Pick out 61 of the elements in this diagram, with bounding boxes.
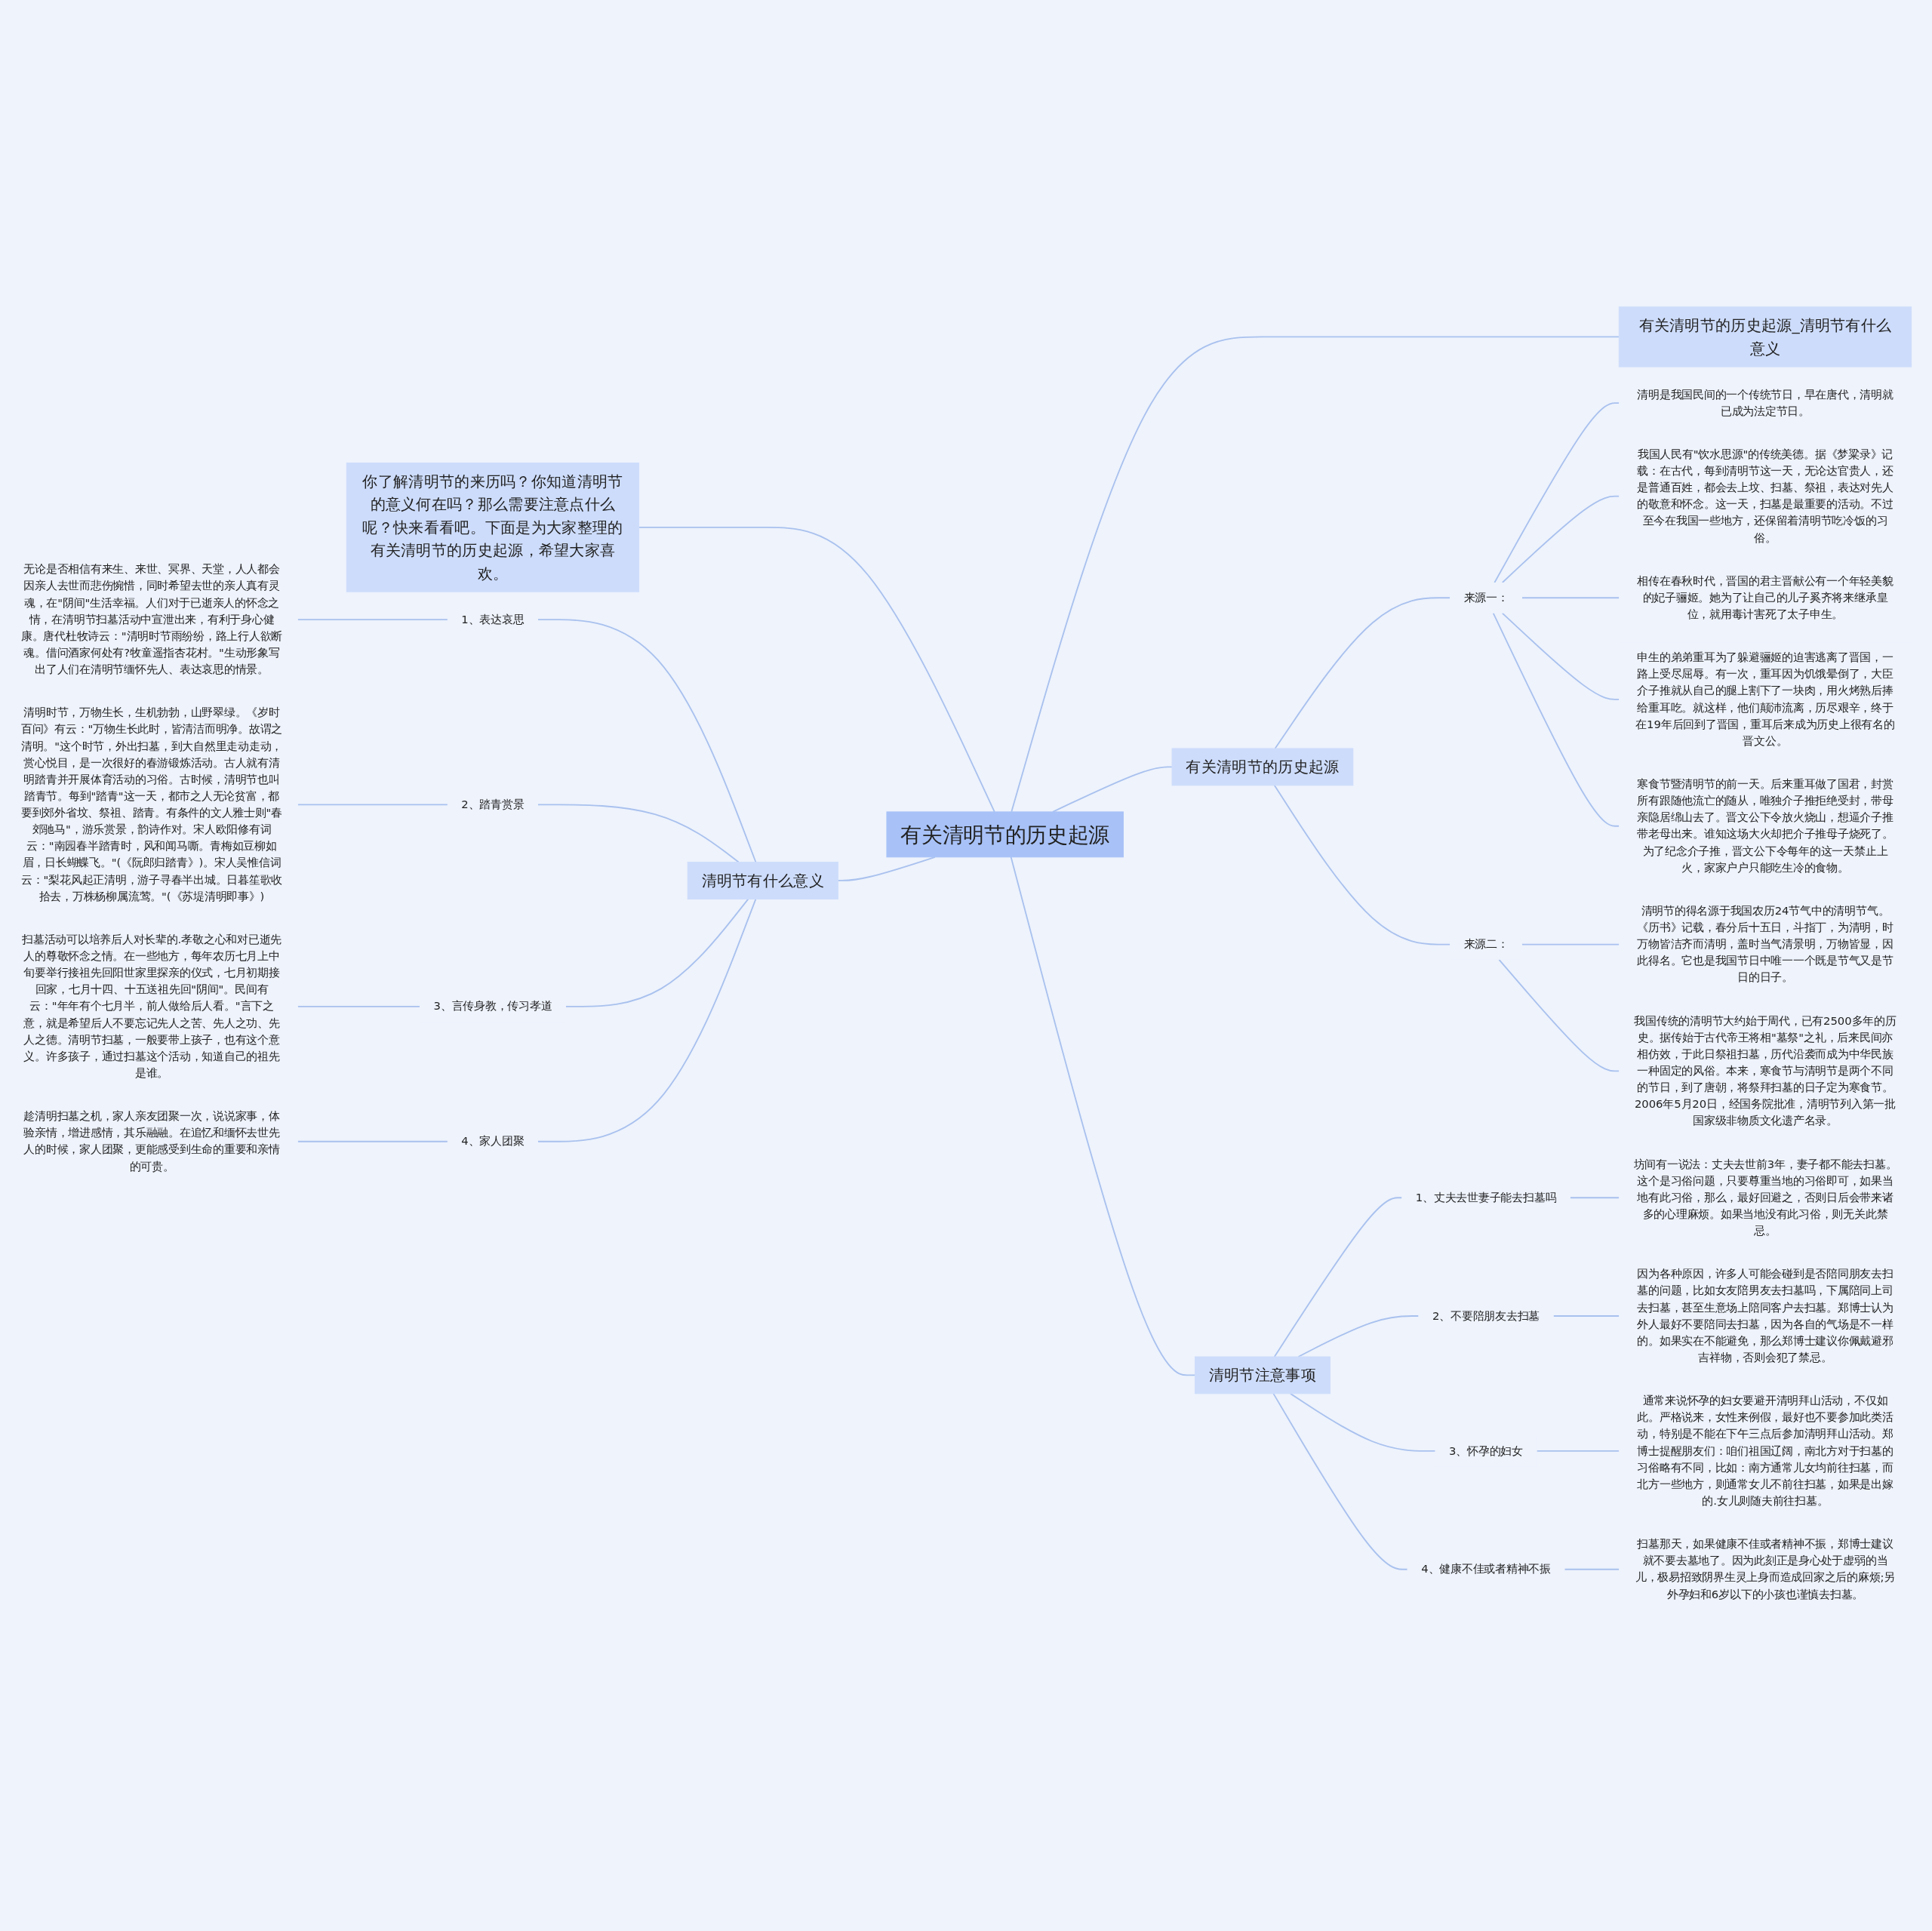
connector — [1273, 784, 1451, 946]
node-text: 坊间有一说法：丈夫去世前3年，妻子都不能去扫墓。这个是习俗问题，只要尊重当地的习俗即可，如果当地有此习俗，那么，最好回避之，否则日后会带来诸多的心理麻烦。如果当地没有此习俗，则无关此禁忌。 — [1633, 1157, 1897, 1238]
node-text: 通常来说怀孕的妇女要避开清明拜山活动，不仅如此。严格说来，女性来例假，最好也不要参加此类活动，特别是不能在下午三点后参加清明拜山活动。郑博士提醒朋友们：咱们祖国辽阔，南北方对于扫墓的习俗略有不同，比如：南方通常儿女均前往扫墓，而北方一些地方，则通常女儿不前往扫墓，如果是出嫁的.女儿则随夫前往扫墓。 — [1637, 1394, 1894, 1508]
node-box: 有关清明节的历史起源_清明节有什么意义 — [1618, 306, 1912, 367]
node-text: 4、健康不佳或者精神不振 — [1421, 1562, 1551, 1576]
node-text: 无论是否相信有来生、来世、冥界、天堂，人人都会因亲人去世而悲伤惋惜，同时希望去世的亲人真有灵魂，在"阴间"生活幸福。人们对于已逝亲人的怀念之情，在清明节扫墓活动中宣泄出来，有利于身心健康。唐代杜牧诗云："清明时节雨纷纷，路上行人欲断魂。借问酒家何处有?牧童遥指杏花村。"生动形象写出了人们在清明节缅怀先人、表达哀思的情景。 — [20, 562, 283, 676]
connector — [1297, 1315, 1420, 1358]
node-text: 来源一： — [1463, 591, 1509, 604]
node-text: 3、言传身教，传习孝道 — [433, 999, 552, 1013]
connector — [1569, 1197, 1620, 1199]
connector — [1494, 402, 1620, 583]
node-box: 有关清明节的历史起源 — [1171, 748, 1354, 786]
connector — [1536, 1450, 1620, 1452]
connector — [537, 898, 757, 1142]
connector — [1010, 856, 1196, 1376]
connector — [1501, 612, 1620, 700]
node-text: 扫墓那天，如果健康不佳或者精神不振，郑博士建议就不要去墓地了。因为此刻正是身心处于虚弱的当儿，极易招致阴界生灵上身而造成回家之后的麻烦;另外孕妇和6岁以下的小孩也谨慎去扫墓。 — [1635, 1537, 1896, 1601]
connector — [1521, 597, 1620, 599]
node-text: 清明是我国民间的一个传统节日，早在唐代，清明就已成为法定节日。 — [1637, 387, 1894, 418]
node-text: 1、丈夫去世妻子能去扫墓吗 — [1415, 1191, 1557, 1204]
node-text: 1、表达哀思 — [461, 612, 525, 626]
connector — [1274, 597, 1451, 749]
connector — [1011, 336, 1620, 813]
node-text: 我国传统的清明节大约始于周代，已有2500多年的历史。据传始于古代帝王将相"墓祭"之礼，后来民间亦相仿效，于此日祭祖扫墓，历代沿袭而成为中华民族一种固定的风俗。本来，寒食节与清明节是两个不同的节日，到了唐朝，将祭拜扫墓的日子定为寒食节。2006年5月20日，经国务院批准，清明节列入第一批国家级非物质文化遗产名录。 — [1634, 1013, 1897, 1128]
connector — [1564, 1568, 1620, 1570]
connector — [1273, 1197, 1403, 1358]
connector — [537, 619, 757, 863]
connector — [638, 527, 995, 813]
connector — [297, 1005, 420, 1007]
connector — [1501, 495, 1620, 583]
node-text: 来源二： — [1463, 937, 1509, 951]
node-box: 有关清明节的历史起源 — [886, 811, 1124, 858]
node-text: 相传在春秋时代，晋国的君主晋献公有一个年轻美貌的妃子骊姬。她为了让自己的儿子奚齐将来继承皇位，就用毒计害死了太子申生。 — [1637, 573, 1894, 621]
node-box: 你了解清明节的来历吗？你知道清明节的意义何在吗？那么需要注意点什么呢？快来看看吧。下面是为大家整理的有关清明节的历史起源，希望大家喜欢。 — [346, 463, 640, 592]
connector — [1272, 1392, 1408, 1570]
connector — [1492, 612, 1620, 827]
node-text: 3、怀孕的妇女 — [1449, 1444, 1524, 1458]
node-box: 清明节有什么意义 — [687, 862, 838, 899]
connector — [297, 804, 448, 806]
connector — [297, 1140, 448, 1142]
connector — [537, 804, 740, 863]
connector — [1290, 1392, 1436, 1452]
node-text: 2、踏青赏景 — [461, 798, 525, 811]
connector — [837, 856, 936, 881]
node-text: 4、家人团聚 — [461, 1134, 525, 1148]
node-box: 清明节注意事项 — [1195, 1356, 1331, 1394]
node-text: 因为各种原因，许多人可能会碰到是否陪同朋友去扫墓的问题，比如女友陪男友去扫墓吗，下属陪同上司去扫墓，甚至生意场上陪同客户去扫墓。郑博士认为外人最好不要陪同去扫墓，因为各自的气场是不一样的。如果实在不能避免，那么郑博士建议你佩戴避邪吉祥物，否则会犯了禁忌。 — [1637, 1267, 1894, 1364]
node-text: 申生的弟弟重耳为了躲避骊姬的迫害逃离了晋国，一路上受尽屈辱。有一次，重耳因为饥饿晕倒了，大臣介子推就从自己的腿上割下了一块肉，用火烤熟后捧给重耳吃。就这样，他们颠沛流离，历尽艰辛，终于在19年后回到了晋国，重耳后来成为历史上很有名的晋文公。 — [1635, 650, 1895, 748]
connector — [1521, 943, 1620, 946]
node-text: 扫墓活动可以培养后人对长辈的.孝敬之心和对已逝先人的尊敬怀念之情。在一些地方，每年农历七月上中旬要举行接祖先回阳世家里探亲的仪式，七月初期接回家，七月十四、十五送祖先回"阴间"。民间有云："年年有个七月半，前人做给后人看。"言下之意，就是希望后人不要忘记先人之苦、先人之功、先人之德。清明节扫墓，一般要带上孩子，也有这个意义。许多孩子，通过扫墓这个活动，知道自己的祖先是谁。 — [22, 933, 282, 1080]
connector — [565, 898, 749, 1007]
connector — [1552, 1315, 1620, 1317]
connector — [1498, 958, 1620, 1072]
node-text: 清明节的得名源于我国农历24节气中的清明节气。《历书》记载，春分后十五日，斗指丁，为清明，时万物皆洁齐而清明，盖时当气清景明，万物皆显，因此得名。它也是我国节日中唯一一个既是节气又是节日的日子。 — [1637, 904, 1894, 985]
node-text: 趁清明扫墓之机，家人亲友团聚一次，说说家事，体验亲情，增进感情，其乐融融。在追忆和缅怀去世先人的时候，家人团聚，更能感受到生命的重要和亲情的可贵。 — [23, 1109, 280, 1173]
node-text: 2、不要陪朋友去扫墓 — [1432, 1308, 1540, 1323]
connector — [1052, 766, 1173, 813]
connector — [297, 619, 448, 620]
node-text: 清明时节，万物生长，生机勃勃，山野翠绿。《岁时百问》有云："万物生长此时，皆清洁而明净。故谓之清明。"这个时节，外出扫墓，到大自然里走动走动，赏心悦目，是一次很好的春游锻炼活动。古人就有清明踏青并开展体育活动的习俗。古时候，清明节也叫踏青节。每到"踏青"这一天，都市之人无论贫富，都要到郊外省坟、祭祖、踏青。有条件的文人雅士则"春郊驰马"，游乐赏景，韵诗作对。宋人欧阳修有词云："南园春半踏青时，风和闻马嘶。青梅如豆柳如眉，日长蝴蝶飞。"(《阮郎归踏青》)。宋人吴惟信词云："梨花风起正清明，游子寻春半出城。日暮笙歌收拾去，万株杨柳属流莺。"(《苏堤清明即事》) — [20, 706, 283, 903]
node-text: 寒食节暨清明节的前一天。后来重耳做了国君，封赏所有跟随他流亡的随从，唯独介子推拒绝受封，带母亲隐居绵山去了。晋文公下令放火烧山，想逼介子推带老母出来。谁知这场大火却把介子推母子烧死了。为了纪念介子推，晋文公下令每年的这一天禁止上火，家家户户只能吃生冷的食物。 — [1637, 777, 1894, 875]
node-text: 我国人民有"饮水思源"的传统美德。据《梦粱录》记载：在古代，每到清明节这一天，无论达官贵人，还是普通百姓，都会去上坟、扫墓、祭祖，表达对先人的敬意和怀念。这一天，扫墓是最重要的活动。不过至今在我国一些地方，还保留着清明节吃冷饭的习俗。 — [1637, 447, 1894, 545]
